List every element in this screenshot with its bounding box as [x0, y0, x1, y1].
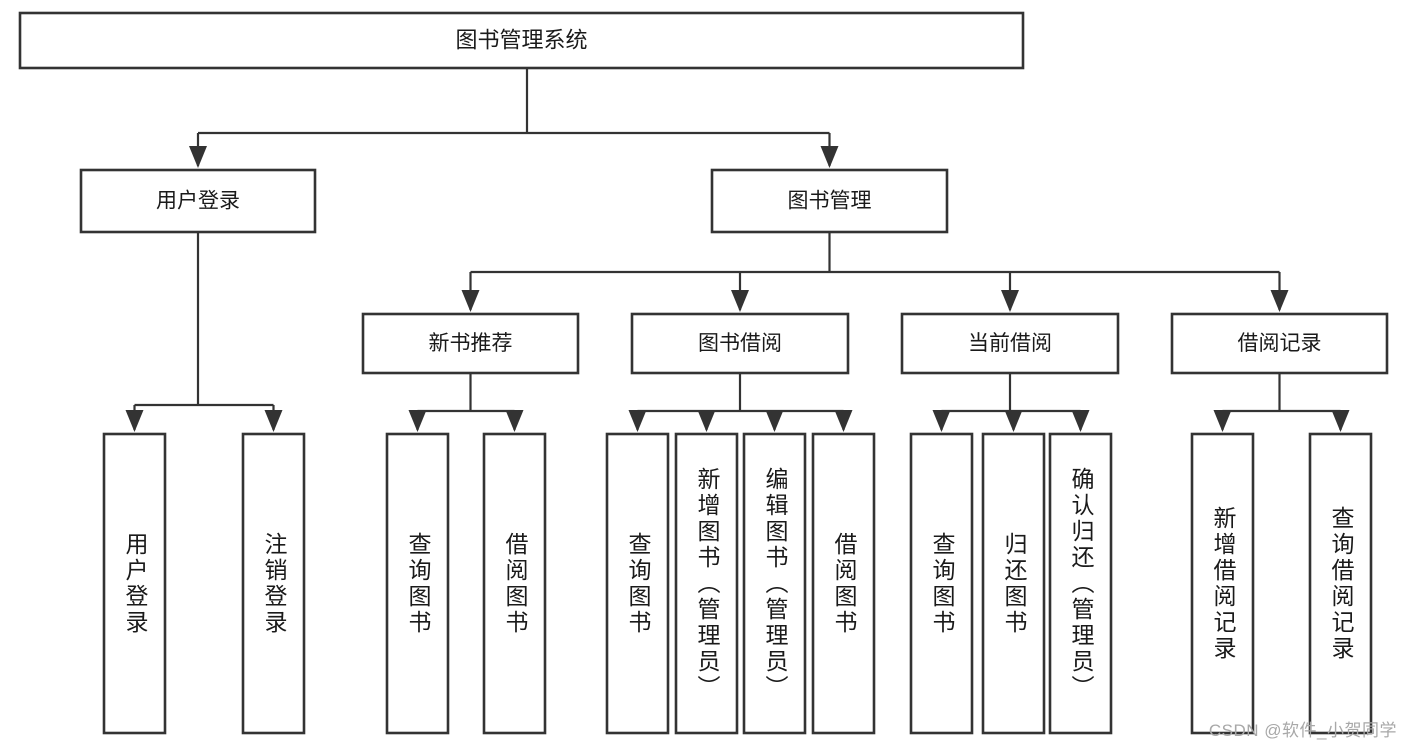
node-leaf-query-book-bb-rect — [605, 432, 670, 735]
node-leaf-query-book-cb[interactable] — [909, 432, 974, 735]
node-leaf-return-book-rect — [981, 432, 1046, 735]
connectors-layer — [125, 68, 1350, 432]
arrow-head-icon — [731, 290, 749, 312]
arrow-head-icon — [125, 410, 144, 432]
arrow-head-icon — [765, 410, 784, 432]
node-user-login-rect — [79, 168, 317, 234]
node-leaf-confirm-return-rect — [1048, 432, 1113, 735]
node-leaf-add-book[interactable] — [674, 432, 739, 735]
node-leaf-query-book-rec-rect — [385, 432, 450, 735]
arrow-head-icon — [505, 410, 524, 432]
node-new-book-rec-label: 新书推荐 — [429, 332, 513, 355]
node-leaf-query-book-bb[interactable] — [605, 432, 670, 735]
node-book-manage[interactable]: 图书管理 — [710, 168, 949, 234]
arrow-head-icon — [1001, 290, 1019, 312]
node-leaf-add-record[interactable] — [1190, 432, 1255, 735]
node-leaf-edit-book[interactable] — [742, 432, 807, 735]
node-borrow-record-rect — [1170, 312, 1389, 375]
arrow-head-icon — [834, 410, 853, 432]
arrow-head-icon — [932, 410, 951, 432]
arrow-head-icon — [461, 290, 480, 312]
arrow-head-icon — [1213, 410, 1232, 432]
node-current-borrow-rect — [900, 312, 1120, 375]
node-leaf-edit-book-rect — [742, 432, 807, 735]
node-book-manage-rect — [710, 168, 949, 234]
node-leaf-add-book-rect — [674, 432, 739, 735]
arrow-head-icon — [1270, 290, 1289, 312]
node-leaf-borrow-book-bb[interactable] — [811, 432, 876, 735]
arrow-head-icon — [628, 410, 647, 432]
node-leaf-query-book-rec[interactable] — [385, 432, 450, 735]
node-book-borrow[interactable]: 图书借阅 — [630, 312, 850, 375]
node-book-manage-label: 图书管理 — [788, 190, 872, 213]
node-borrow-record-label: 借阅记录 — [1238, 332, 1322, 355]
node-leaf-user-login[interactable] — [102, 432, 167, 735]
arrow-head-icon — [1331, 410, 1350, 432]
arrow-head-icon — [1004, 410, 1023, 432]
arrow-head-icon — [1071, 410, 1090, 432]
node-leaf-borrow-book-rec-rect — [482, 432, 547, 735]
node-leaf-borrow-book-bb-rect — [811, 432, 876, 735]
watermark-text: CSDN @软件_小贺同学 — [1208, 721, 1397, 740]
node-leaf-confirm-return[interactable] — [1048, 432, 1113, 735]
node-new-book-rec-rect — [361, 312, 580, 375]
node-current-borrow-label: 当前借阅 — [968, 332, 1052, 355]
arrow-head-icon — [189, 146, 207, 168]
node-book-borrow-rect — [630, 312, 850, 375]
node-user-login[interactable]: 用户登录 — [79, 168, 317, 234]
node-current-borrow[interactable]: 当前借阅 — [900, 312, 1120, 375]
node-leaf-add-record-rect — [1190, 432, 1255, 735]
node-book-borrow-label: 图书借阅 — [698, 332, 782, 355]
arrow-head-icon — [697, 410, 716, 432]
node-leaf-user-login-rect — [102, 432, 167, 735]
node-root-rect — [18, 11, 1025, 70]
node-leaf-logout-login-rect — [241, 432, 306, 735]
node-leaf-query-record[interactable] — [1308, 432, 1373, 735]
node-leaf-query-book-cb-rect — [909, 432, 974, 735]
node-leaf-logout-login[interactable] — [241, 432, 306, 735]
node-borrow-record[interactable]: 借阅记录 — [1170, 312, 1389, 375]
arrow-head-icon — [264, 410, 283, 432]
node-leaf-query-record-rect — [1308, 432, 1373, 735]
node-user-login-label: 用户登录 — [156, 190, 240, 213]
node-new-book-rec[interactable]: 新书推荐 — [361, 312, 580, 375]
node-leaf-return-book[interactable] — [981, 432, 1046, 735]
arrow-head-icon — [820, 146, 839, 168]
node-root[interactable]: 图书管理系统 — [18, 11, 1025, 70]
node-leaf-borrow-book-rec[interactable] — [482, 432, 547, 735]
node-root-label: 图书管理系统 — [455, 27, 587, 52]
arrow-head-icon — [408, 410, 427, 432]
